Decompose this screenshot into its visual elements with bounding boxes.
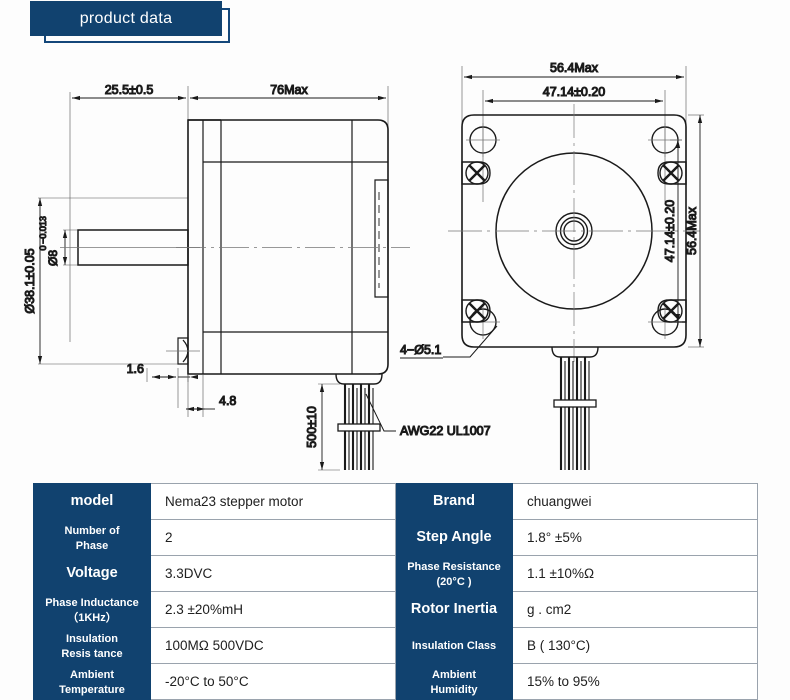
spec-label-right: Insulation Class — [395, 627, 513, 664]
dim-flat-length: 4.8 — [219, 394, 236, 408]
dim-body-height: 56.4Max — [685, 206, 699, 255]
spec-value-right: 15% to 95% — [512, 663, 758, 700]
spec-value-right: chuangwei — [512, 483, 758, 520]
spec-label-left: Phase Inductance（1KHz） — [33, 591, 151, 628]
page-title: product data — [79, 9, 173, 27]
spec-value-right: g . cm2 — [512, 591, 758, 628]
spec-value-left: Nema23 stepper motor — [150, 483, 396, 520]
dim-flange-diameter: Ø38.1±0.05 — [23, 248, 37, 313]
dim-shaft-tol-upper: 0 — [38, 245, 48, 250]
dim-mounting-holes: 4−Ø5.1 — [400, 343, 441, 357]
spec-value-left: -20°C to 50°C — [150, 663, 396, 700]
spec-value-left: 3.3DVC — [150, 555, 396, 592]
spec-label-left: model — [33, 483, 151, 520]
spec-value-right: B ( 130°C) — [512, 627, 758, 664]
dim-flat-depth: 1.6 — [127, 362, 144, 376]
dim-body-length: 76Max — [270, 83, 308, 97]
spec-label-right: Rotor Inertia — [395, 591, 513, 628]
spec-value-left: 100MΩ 500VDC — [150, 627, 396, 664]
spec-value-left: 2.3 ±20%mH — [150, 591, 396, 628]
dim-lead-length: 500±10 — [305, 406, 319, 448]
spec-value-right: 1.1 ±10%Ω — [512, 555, 758, 592]
dim-bolt-circle-top: 47.14±0.20 — [543, 85, 606, 99]
spec-label-right: Step Angle — [395, 519, 513, 556]
dim-shaft-tol-lower: −0.013 — [38, 216, 48, 244]
label-wire-spec: AWG22 UL1007 — [400, 424, 491, 438]
dim-shaft-diameter: Ø8 — [46, 250, 60, 266]
dim-body-width: 56.4Max — [550, 61, 599, 75]
spec-label-left: Voltage — [33, 555, 151, 592]
dim-bolt-circle-right: 47.14±0.20 — [663, 200, 677, 263]
spec-value-left: 2 — [150, 519, 396, 556]
page-header-banner: product data — [0, 0, 260, 52]
spec-label-right: Brand — [395, 483, 513, 520]
banner-fill — [30, 1, 222, 36]
dim-shaft-length: 25.5±0.5 — [105, 83, 154, 97]
spec-value-right: 1.8° ±5% — [512, 519, 758, 556]
technical-drawing: 25.5±0.5 76Max Ø38.1±0.05 Ø8 0 −0.013 1.… — [0, 52, 790, 472]
spec-label-right: Phase Resistance(20°C ) — [395, 555, 513, 592]
